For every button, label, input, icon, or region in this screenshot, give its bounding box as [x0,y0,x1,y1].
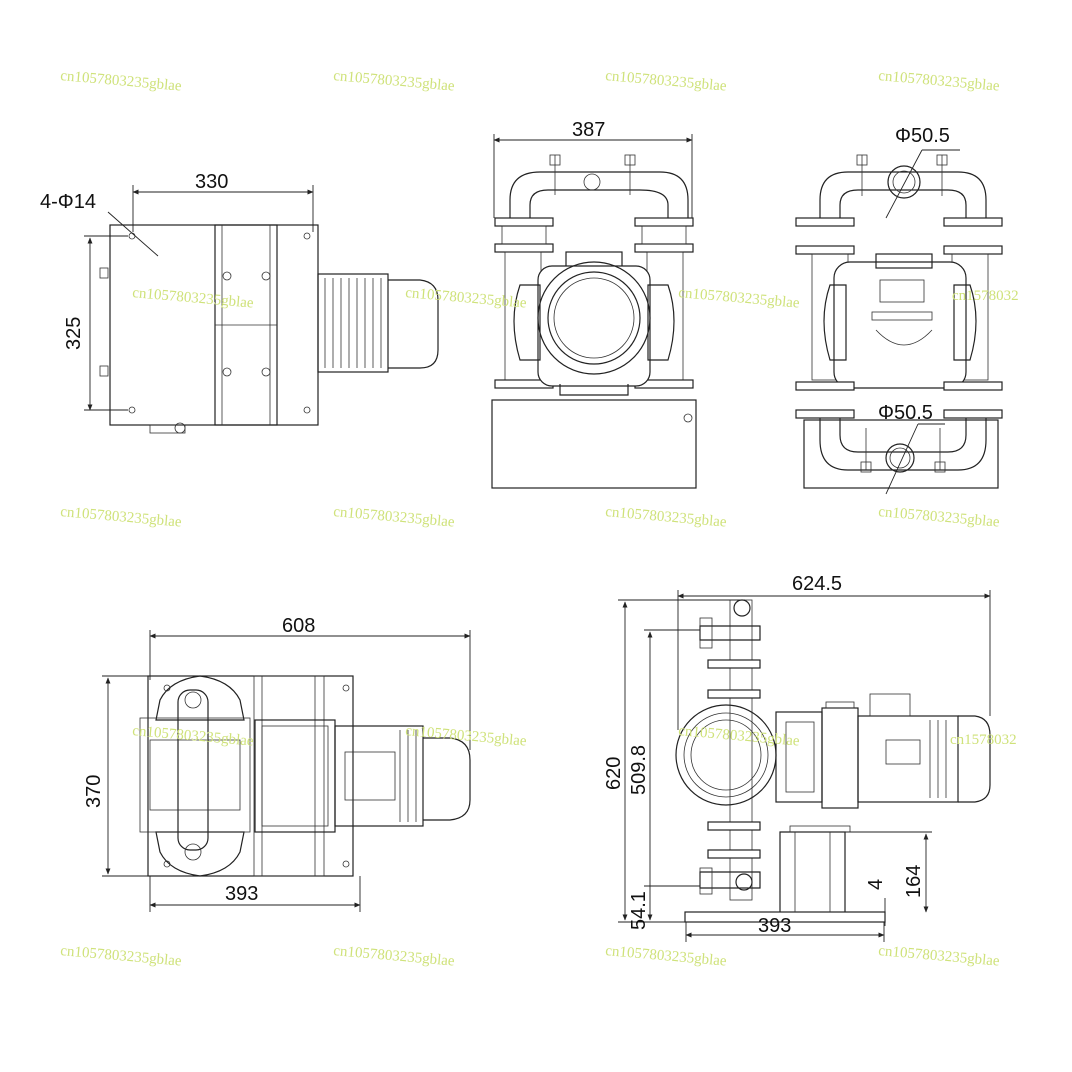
ts-inlet-label: Φ50.5 [895,125,950,147]
watermark-short-text: cn1578032 [950,732,1017,748]
top-side-view: Φ50.5 Φ50.5 [795,125,1003,495]
bl-base-label: 393 [225,883,258,905]
ts-outlet-label: Φ50.5 [878,402,933,424]
watermark-text: cn1057803235gblae [678,723,801,750]
top-left-plan-view: 330 4-Φ14 325 [40,171,439,434]
watermarks: cn1057803235gblae cn1057803235gblae cn10… [60,68,1019,970]
bl-depth-label: 370 [83,775,105,808]
watermark-text: cn1057803235gblae [878,943,1001,970]
tf-width-label: 387 [572,119,605,141]
bottom-left-plan-view: 608 370 393 [83,615,471,912]
watermark-text: cn1057803235gblae [878,504,1001,531]
watermark-text: cn1057803235gblae [605,68,728,95]
watermark-text: cn1057803235gblae [878,68,1001,95]
br-height-label: 620 [603,757,625,790]
watermark-text: cn1057803235gblae [605,943,728,970]
watermark-short-text: cn1578032 [952,288,1019,304]
watermark-text: cn1057803235gblae [132,285,255,312]
top-front-view: 387 [491,119,697,489]
watermark-text: cn1057803235gblae [678,285,801,312]
watermark-text: cn1057803235gblae [333,943,456,970]
br-foot-height-label: 164 [903,865,925,898]
br-base-depth-label: 393 [758,915,791,937]
watermark-text: cn1057803235gblae [605,504,728,531]
br-base-height-label: 54.1 [628,891,650,930]
tl-hole-label: 4-Φ14 [40,191,96,213]
watermark-text: cn1057803235gblae [60,943,183,970]
watermark-text: cn1057803235gblae [60,68,183,95]
br-length-label: 624.5 [792,573,842,595]
watermark-text: cn1057803235gblae [60,504,183,531]
bl-width-label: 608 [282,615,315,637]
tl-width-label: 330 [195,171,228,193]
watermark-text: cn1057803235gblae [333,68,456,95]
bottom-right-side-view: 624.5 620 509.8 54.1 393 4 164 [603,573,991,942]
br-port-height-label: 509.8 [628,745,650,795]
tl-height-label: 325 [63,317,85,350]
watermark-text: cn1057803235gblae [333,504,456,531]
watermark-text: cn1057803235gblae [405,285,528,312]
br-plate-thk-label: 4 [865,879,887,890]
